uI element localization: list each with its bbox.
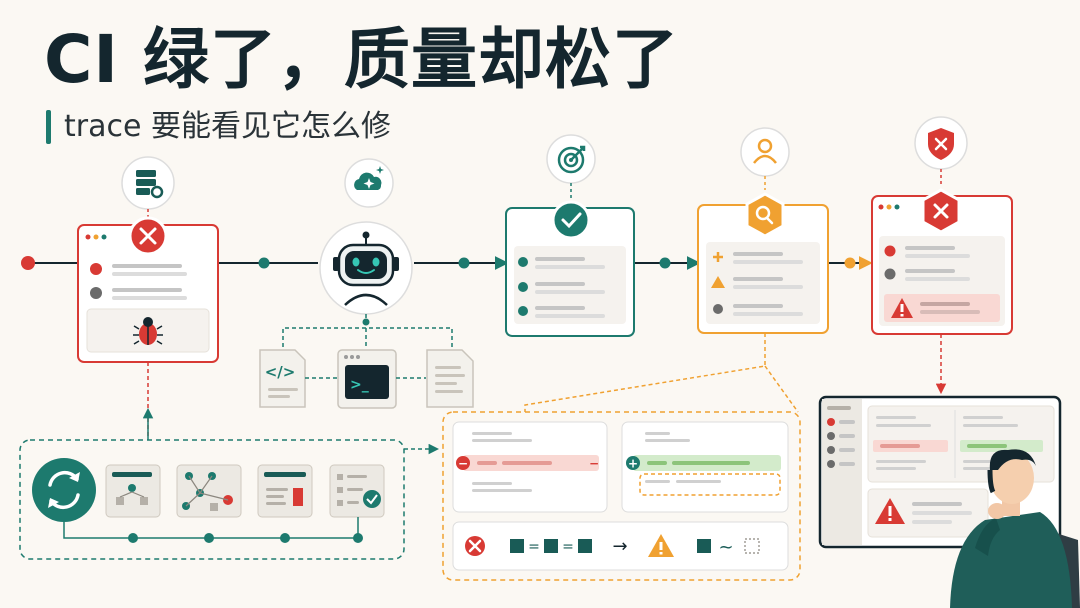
removed-symbol-right: − — [589, 457, 599, 471]
refresh-icon — [32, 458, 96, 522]
page-subtitle: trace 要能看见它怎么修 — [64, 109, 391, 144]
pipeline-start-node — [21, 256, 35, 270]
terminal-icon: >_ — [337, 349, 397, 409]
stage-ai-agent: </> >_ — [259, 158, 474, 409]
stage-quality-gap — [871, 116, 1013, 395]
main-pipeline-line — [21, 256, 873, 270]
subtitle-accent-bar — [46, 110, 51, 144]
diff-panel: − − + = = → ~ — [442, 411, 801, 581]
checkmark-icon — [551, 200, 591, 240]
page-title: CI 绿了，质量却松了 — [44, 21, 679, 98]
code-glyph: </> — [265, 363, 296, 381]
thinking-person-illustration — [950, 449, 1080, 608]
arrow-symbol: → — [612, 536, 627, 557]
removed-symbol: − — [458, 457, 468, 471]
code-file-icon: </> — [259, 349, 306, 408]
added-symbol: + — [628, 457, 638, 471]
trace-panel — [19, 439, 440, 560]
stage-review — [524, 127, 829, 413]
document-icon — [426, 349, 474, 408]
stage-passing-checks — [505, 134, 635, 337]
flow-diagram-icon — [105, 464, 161, 518]
stage-failing-build — [77, 156, 219, 440]
terminal-prompt: >_ — [350, 377, 369, 393]
equals-symbol-2: = — [562, 539, 574, 555]
approx-symbol: ~ — [718, 537, 733, 558]
bug-icon — [133, 317, 163, 345]
form-icon — [257, 464, 313, 518]
node-graph-icon — [176, 464, 242, 518]
equals-symbol-1: = — [528, 539, 540, 555]
checklist-icon — [329, 464, 385, 518]
search-icon — [745, 192, 785, 238]
